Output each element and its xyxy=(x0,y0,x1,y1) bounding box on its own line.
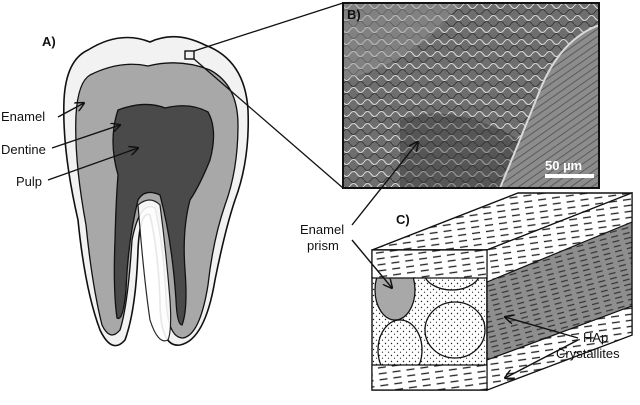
label-pulp: Pulp xyxy=(16,174,43,189)
prism-cell xyxy=(424,301,486,359)
panel-label-b: B) xyxy=(347,7,361,22)
sem-micrograph xyxy=(343,3,599,188)
root-inner xyxy=(137,199,172,342)
prism-arrow-to-block xyxy=(351,239,392,288)
panel-label-a: A) xyxy=(42,34,56,49)
tooth-drawing xyxy=(62,35,250,347)
label-enamel-prism-2: prism xyxy=(307,238,339,253)
label-hap-2: Crystallites xyxy=(556,346,620,361)
pulp-layer xyxy=(112,103,215,326)
scale-bar-label: 50 µm xyxy=(545,158,583,173)
prism-block-drawing xyxy=(371,191,633,392)
micrograph-frame xyxy=(342,2,600,189)
label-enamel: Enamel xyxy=(1,109,46,124)
dentine-arrow xyxy=(51,125,120,149)
pulp-arrow xyxy=(47,148,138,181)
zoom-line-top xyxy=(193,2,344,52)
hap-arrow-2 xyxy=(505,339,579,378)
hap-arrow-1 xyxy=(505,317,579,339)
prism-arrow-to-micrograph xyxy=(351,142,418,226)
label-enamel-prism-1: Enamel xyxy=(300,222,345,237)
label-dentine: Dentine xyxy=(1,142,46,157)
label-hap-1: HAp xyxy=(583,330,609,345)
enamel-arrow xyxy=(57,103,84,118)
magnified-region-box xyxy=(184,50,195,60)
zoom-line-bottom xyxy=(193,58,344,189)
panel-label-c: C) xyxy=(396,212,410,227)
